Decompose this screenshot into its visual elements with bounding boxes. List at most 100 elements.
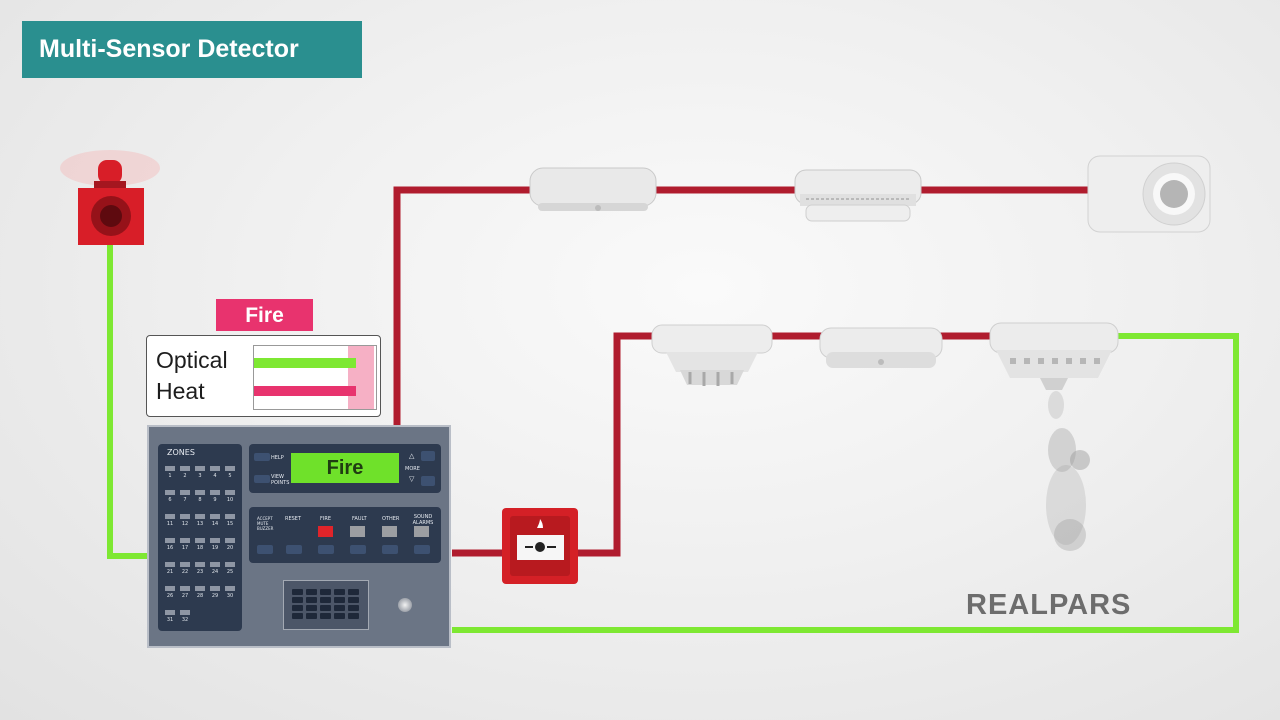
keypad-key[interactable] [320,597,331,603]
keypad-key[interactable] [320,613,331,619]
help-key[interactable] [254,453,270,461]
zone-lamp [180,538,190,543]
zone-lamp [180,466,190,471]
fault-indicator-lamp [350,526,365,537]
scroll-down-key[interactable] [421,476,435,486]
zone-indicator: 27 [179,586,191,606]
zone-indicator: 9 [209,490,221,510]
keypad-key[interactable] [292,597,303,603]
keypad-key[interactable] [334,613,345,619]
zone-lamp [225,586,235,591]
reset-label: RESET [285,516,302,522]
zone-lamp [165,466,175,471]
fault-button[interactable] [350,545,366,554]
keypad-key[interactable] [292,589,303,595]
zone-number: 3 [198,473,202,479]
zone-indicator: 1 [164,466,176,486]
zone-indicator: 21 [164,562,176,582]
zone-indicator: 25 [224,562,236,582]
zone-number: 7 [183,497,187,503]
keypad-key[interactable] [334,605,345,611]
keypad-key[interactable] [306,605,317,611]
zone-number: 21 [166,569,174,575]
zone-lamp [210,562,220,567]
key-switch[interactable] [398,598,412,612]
heat-level-bar [254,386,356,396]
keypad-key[interactable] [348,613,359,619]
zone-indicator: 13 [194,514,206,534]
zone-number: 29 [211,593,219,599]
zone-number: 2 [183,473,187,479]
optical-label: Optical [156,347,228,373]
zone-indicator: 18 [194,538,206,558]
fire-button[interactable] [318,545,334,554]
fire-indicator-lamp [318,526,333,537]
view-points-key[interactable] [254,475,270,483]
green-wire-sounder [107,238,148,559]
zone-indicator: 3 [194,466,206,486]
keypad-key[interactable] [306,597,317,603]
zone-number: 8 [198,497,202,503]
zone-number: 20 [226,545,234,551]
zone-indicator: 19 [209,538,221,558]
zone-lamp [195,466,205,471]
sound-alarms-button[interactable] [414,545,430,554]
keypad-key[interactable] [292,605,303,611]
zone-number: 10 [226,497,234,503]
zone-lamp [165,586,175,591]
zone-number: 25 [226,569,234,575]
keypad [283,580,369,630]
smoke-plume [1046,391,1090,551]
scroll-up-key[interactable] [421,451,435,461]
accept-mute-buzzer-button[interactable] [257,545,273,554]
zone-indicator: 2 [179,466,191,486]
keypad-key[interactable] [292,613,303,619]
keypad-key[interactable] [334,589,345,595]
zone-number: 13 [196,521,204,527]
lcd-display-text: Fire [326,457,364,479]
zone-indicator: 23 [194,562,206,582]
keypad-key[interactable] [320,589,331,595]
more-key-label: MORE [405,466,420,472]
zone-lamp [210,490,220,495]
smoke-detector-top-icon [794,169,922,222]
zone-number: 24 [211,569,219,575]
alarm-threshold-zone [348,346,374,409]
other-button[interactable] [382,545,398,554]
title-banner: Multi-Sensor Detector [22,21,362,78]
zone-number: 14 [211,521,219,527]
controls-section: ACCEPT MUTE BUZZER RESET FIRE FAULT OTHE… [249,507,441,563]
keypad-key[interactable] [348,605,359,611]
sensor-bar-frame [253,345,377,410]
zone-lamp [180,514,190,519]
scroll-down-symbol: ▽ [409,475,415,483]
keypad-key[interactable] [348,597,359,603]
keypad-key[interactable] [306,589,317,595]
sound-alarms-lamp [414,526,429,537]
keypad-key[interactable] [306,613,317,619]
zone-number: 19 [211,545,219,551]
manual-call-point-icon [502,508,578,584]
fault-indicator-label: FAULT [352,516,367,522]
other-indicator-label: OTHER [382,516,400,522]
reset-button[interactable] [286,545,302,554]
zone-lamp [165,514,175,519]
other-indicator-lamp [382,526,397,537]
zone-lamp [225,538,235,543]
keypad-key[interactable] [348,589,359,595]
keypad-key[interactable] [334,597,345,603]
zone-lamp [180,490,190,495]
zone-number: 32 [181,617,189,623]
keypad-key[interactable] [320,605,331,611]
zone-number: 9 [213,497,217,503]
zone-indicator: 32 [179,610,191,630]
zone-indicator: 31 [164,610,176,630]
zones-label: ZONES [167,448,195,457]
zone-lamp [225,514,235,519]
accept-mute-buzzer-label: ACCEPT MUTE BUZZER [257,516,274,531]
zone-lamp [225,466,235,471]
fire-indicator-label: FIRE [320,516,331,522]
zone-number: 1 [168,473,172,479]
